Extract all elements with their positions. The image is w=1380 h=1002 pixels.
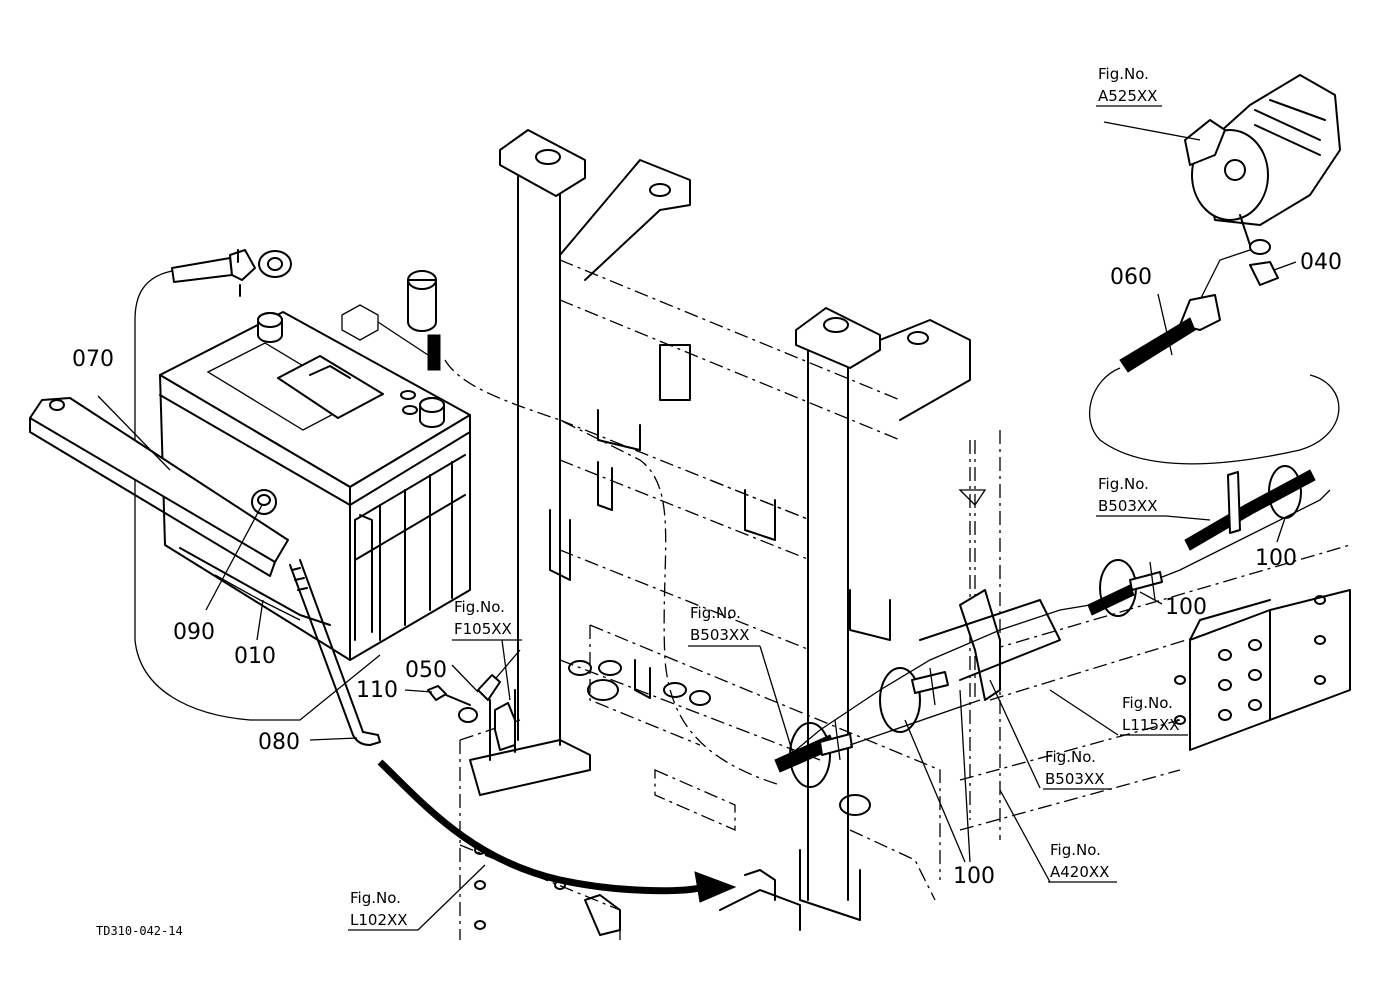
part-label-100: 100 <box>1165 595 1207 620</box>
part-number-labels: 070 090 010 050 110 080 060 040 100 100 … <box>72 250 1342 889</box>
ground-terminal <box>427 649 521 751</box>
fig-ref-caption: Fig.No. <box>1098 475 1149 493</box>
harness-clamps <box>774 489 1331 788</box>
fig-ref-code: L102XX <box>350 911 408 929</box>
part-label-040: 040 <box>1300 250 1342 275</box>
figure-references: Fig.No. A525XX Fig.No. B503XX Fig.No. F1… <box>350 65 1180 929</box>
fig-ref-code: F105XX <box>454 620 512 638</box>
leader-lines <box>97 105 1297 931</box>
part-label-010: 010 <box>234 644 276 669</box>
fig-ref-code: A420XX <box>1050 863 1109 881</box>
fig-ref-caption: Fig.No. <box>1045 748 1096 766</box>
fig-ref-code: B503XX <box>1045 770 1104 788</box>
fig-ref-caption: Fig.No. <box>1098 65 1149 83</box>
fig-ref-caption: Fig.No. <box>454 598 505 616</box>
starter-cable <box>1088 249 1340 551</box>
vehicle-frame <box>459 129 1351 940</box>
part-label-090: 090 <box>173 620 215 645</box>
drawing-code: TD310-042-14 <box>96 924 183 938</box>
fig-ref-caption: Fig.No. <box>350 889 401 907</box>
part-label-110: 110 <box>356 678 398 703</box>
direction-arrow <box>377 759 737 903</box>
part-label-100: 100 <box>1255 546 1297 571</box>
part-label-060: 060 <box>1110 265 1152 290</box>
fig-ref-caption: Fig.No. <box>1050 841 1101 859</box>
part-label-080: 080 <box>258 730 300 755</box>
battery-cables <box>134 249 781 786</box>
battery-hold-down <box>29 397 289 577</box>
fig-ref-code: A525XX <box>1098 87 1157 105</box>
starter-motor <box>1184 74 1341 286</box>
part-label-100: 100 <box>953 864 995 889</box>
fig-ref-caption: Fig.No. <box>690 604 741 622</box>
part-label-050: 050 <box>405 658 447 683</box>
fig-ref-code: B503XX <box>1098 497 1157 515</box>
fig-ref-caption: Fig.No. <box>1122 694 1173 712</box>
fig-ref-code: B503XX <box>690 626 749 644</box>
fig-ref-code: L115XX <box>1122 716 1180 734</box>
part-label-070: 070 <box>72 347 114 372</box>
